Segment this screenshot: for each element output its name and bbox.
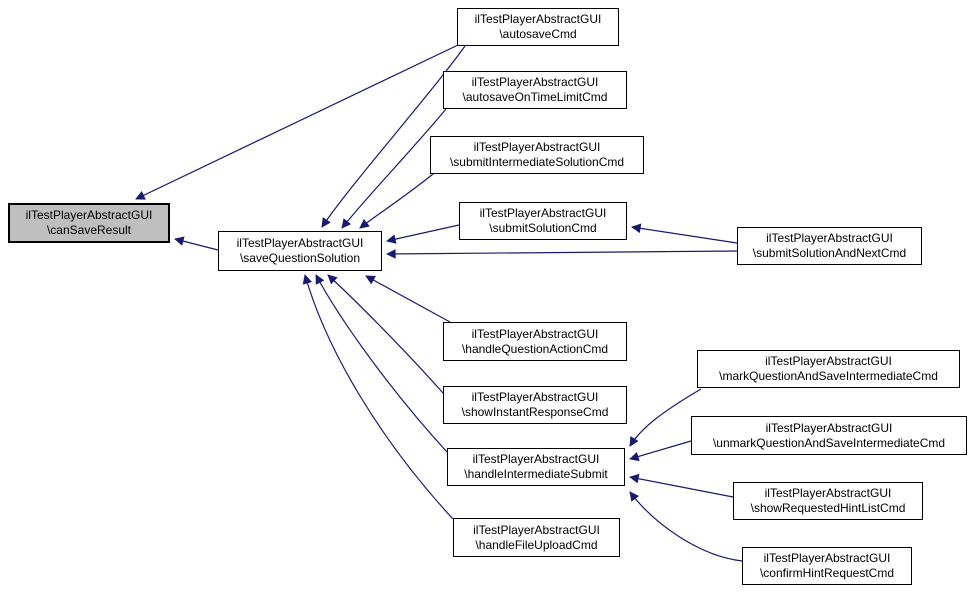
node-method-label: \unmarkQuestionAndSaveIntermediateCmd [712, 435, 946, 450]
node-method-label: \submitIntermediateSolutionCmd [449, 155, 625, 169]
node-handleQuestionActionCmd[interactable]: ilTestPlayerAbstractGUI \handleQuestionA… [443, 322, 627, 361]
edge-showInstantResponseCmd-to-saveQuestionSolution [327, 274, 444, 394]
node-class-label: ilTestPlayerAbstractGUI [765, 354, 892, 368]
edge-submitIntermediateSolutionCmd-to-saveQuestionSolution [359, 173, 434, 229]
node-submitIntermediateSolutionCmd[interactable]: ilTestPlayerAbstractGUI \submitIntermedi… [430, 136, 644, 174]
node-class-label: ilTestPlayerAbstractGUI [473, 140, 601, 154]
node-method-label: \saveQuestionSolution [239, 251, 361, 265]
node-class-label: ilTestPlayerAbstractGUI [763, 551, 891, 565]
node-method-label: \canSaveResult [46, 223, 132, 237]
node-handleIntermediateSubmit[interactable]: ilTestPlayerAbstractGUI \handleIntermedi… [447, 448, 625, 486]
edge-autosaveCmd-to-saveQuestionSolution [321, 45, 466, 228]
node-method-label: \autosaveCmd [499, 27, 577, 41]
node-autosaveCmd[interactable]: ilTestPlayerAbstractGUI \autosaveCmd [457, 8, 619, 46]
node-method-label: \handleIntermediateSubmit [464, 467, 608, 481]
node-saveQuestionSolution[interactable]: ilTestPlayerAbstractGUI \saveQuestionSol… [218, 231, 382, 271]
node-showInstantResponseCmd[interactable]: ilTestPlayerAbstractGUI \showInstantResp… [443, 386, 627, 424]
node-class-label: ilTestPlayerAbstractGUI [236, 236, 364, 250]
edge-saveQuestionSolution-to-canSaveResult [174, 236, 219, 251]
node-class-label: ilTestPlayerAbstractGUI [25, 208, 153, 222]
node-method-label: \submitSolutionCmd [489, 221, 597, 235]
node-class-label: ilTestPlayerAbstractGUI [471, 390, 599, 404]
node-method-label: \handleQuestionActionCmd [461, 341, 609, 356]
node-class-label: ilTestPlayerAbstractGUI [471, 75, 599, 89]
node-class-label: ilTestPlayerAbstractGUI [473, 522, 600, 537]
node-submitSolutionAndNextCmd[interactable]: ilTestPlayerAbstractGUI \submitSolutionA… [737, 227, 922, 265]
edge-handleIntermediateSubmit-to-saveQuestionSolution [315, 274, 448, 453]
node-canSaveResult[interactable]: ilTestPlayerAbstractGUI \canSaveResult [8, 203, 170, 243]
node-method-label: \showInstantResponseCmd [461, 405, 609, 419]
edge-confirmHintRequestCmd-to-handleIntermediateSubmit [629, 491, 743, 562]
node-method-label: \handleFileUploadCmd [475, 537, 598, 552]
node-class-label: ilTestPlayerAbstractGUI [474, 12, 602, 26]
edge-unmarkQuestionAndSaveIntermediateCmd-to-handleIntermediateSubmit [629, 440, 692, 462]
edge-submitSolutionCmd-to-saveQuestionSolution [386, 224, 460, 244]
node-method-label: \submitSolutionAndNextCmd [752, 246, 907, 260]
node-method-label: \markQuestionAndSaveIntermediateCmd [719, 369, 938, 383]
node-method-label: \showRequestedHintListCmd [750, 501, 906, 515]
node-class-label: ilTestPlayerAbstractGUI [471, 326, 599, 341]
edge-handleFileUploadCmd-to-saveQuestionSolution [302, 274, 454, 520]
node-handleFileUploadCmd[interactable]: ilTestPlayerAbstractGUI \handleFileUploa… [453, 518, 620, 557]
node-markQuestionAndSaveIntermediateCmd[interactable]: ilTestPlayerAbstractGUI \markQuestionAnd… [697, 350, 960, 388]
edge-submitSolutionAndNextCmd-to-submitSolutionCmd [631, 223, 738, 244]
edge-markQuestionAndSaveIntermediateCmd-to-handleIntermediateSubmit [629, 388, 702, 447]
edge-autosaveOnTimeLimitCmd-to-saveQuestionSolution [341, 108, 447, 229]
edge-handleQuestionActionCmd-to-saveQuestionSolution [365, 275, 451, 323]
node-autosaveOnTimeLimitCmd[interactable]: ilTestPlayerAbstractGUI \autosaveOnTimeL… [443, 71, 627, 109]
node-class-label: ilTestPlayerAbstractGUI [764, 486, 892, 500]
node-class-label: ilTestPlayerAbstractGUI [472, 452, 600, 466]
node-showRequestedHintListCmd[interactable]: ilTestPlayerAbstractGUI \showRequestedHi… [733, 482, 923, 520]
node-unmarkQuestionAndSaveIntermediateCmd[interactable]: ilTestPlayerAbstractGUI \unmarkQuestionA… [691, 416, 967, 455]
node-method-label: \confirmHintRequestCmd [759, 566, 895, 580]
node-class-label: ilTestPlayerAbstractGUI [479, 206, 607, 220]
edge-autosaveCmd-to-canSaveResult [135, 44, 459, 200]
edge-showRequestedHintListCmd-to-handleIntermediateSubmit [629, 473, 734, 498]
node-class-label: ilTestPlayerAbstractGUI [766, 231, 893, 245]
node-class-label: ilTestPlayerAbstractGUI [765, 420, 893, 435]
node-submitSolutionCmd[interactable]: ilTestPlayerAbstractGUI \submitSolutionC… [459, 202, 627, 240]
edge-submitSolutionAndNextCmd-to-saveQuestionSolution [386, 249, 738, 259]
node-confirmHintRequestCmd[interactable]: ilTestPlayerAbstractGUI \confirmHintRequ… [742, 547, 912, 585]
node-method-label: \autosaveOnTimeLimitCmd [462, 90, 608, 104]
